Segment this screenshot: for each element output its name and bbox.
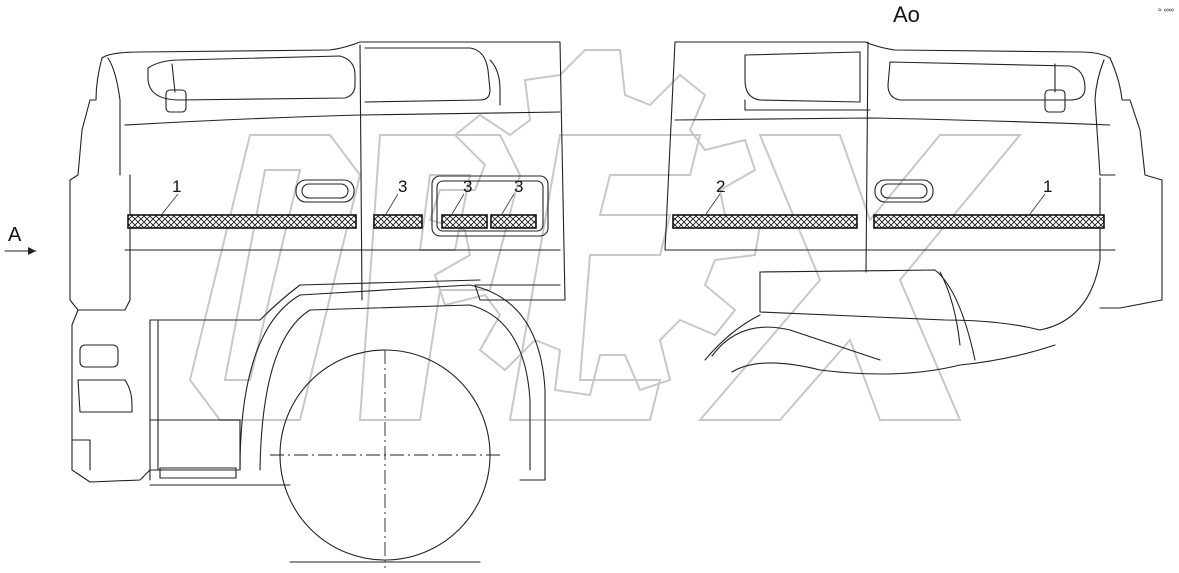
callout-left-3a: 3 bbox=[385, 177, 407, 215]
right-decal-strip-2 bbox=[672, 214, 858, 229]
left-decal-strip-3a bbox=[373, 214, 423, 229]
svg-text:2: 2 bbox=[716, 177, 725, 196]
opex-watermark bbox=[188, 49, 1023, 421]
svg-text:3: 3 bbox=[398, 177, 407, 196]
left-decal-strip-3c bbox=[490, 214, 537, 229]
svg-text:3: 3 bbox=[463, 177, 472, 196]
left-decal-strip-3b bbox=[441, 214, 488, 229]
right-cab-outline bbox=[664, 41, 1163, 375]
callout-left-3c: 3 bbox=[501, 177, 523, 215]
svg-text:3: 3 bbox=[514, 177, 523, 196]
callout-left-3b: 3 bbox=[451, 177, 472, 215]
callout-left-1: 1 bbox=[161, 177, 181, 215]
left-decal-strip-1 bbox=[127, 214, 357, 229]
svg-text:1: 1 bbox=[172, 177, 181, 196]
corner-mark: ≈ ∞∞ bbox=[1158, 7, 1174, 14]
view-arrow-label: A bbox=[8, 224, 22, 246]
callout-right-2: 2 bbox=[705, 177, 725, 215]
callout-right-1: 1 bbox=[1029, 177, 1052, 215]
left-cab-outline bbox=[69, 41, 566, 568]
right-decal-strip-1 bbox=[873, 214, 1105, 229]
svg-text:1: 1 bbox=[1043, 177, 1052, 196]
section-view-label: Aο bbox=[893, 2, 920, 27]
view-arrow-a: A bbox=[4, 224, 37, 255]
